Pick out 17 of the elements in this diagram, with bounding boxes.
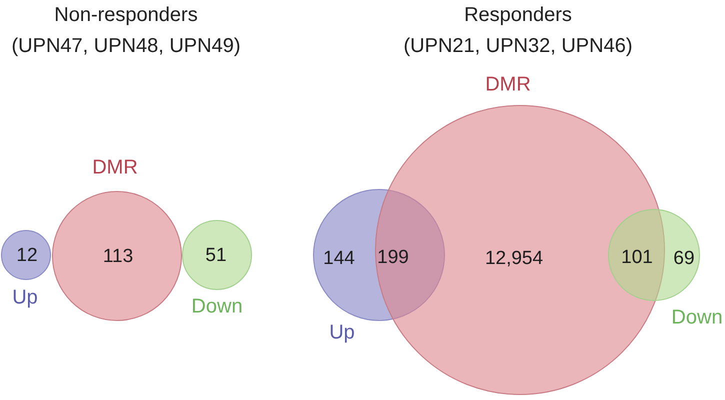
set-label: DMR bbox=[92, 156, 138, 180]
count-value: 113 bbox=[102, 246, 134, 268]
set-label: Down bbox=[191, 296, 243, 318]
set-label: DMR bbox=[485, 74, 531, 96]
set-label: Up bbox=[12, 286, 38, 310]
count-value: 199 bbox=[377, 247, 409, 269]
venn-circle bbox=[1, 230, 51, 280]
count-value: 101 bbox=[621, 247, 653, 269]
panel-heading: Non-responders (UPN47, UPN48, UPN49) bbox=[10, 3, 242, 59]
count-value: 69 bbox=[673, 248, 695, 270]
set-label: Up bbox=[329, 322, 355, 344]
count-value: 12,954 bbox=[484, 248, 544, 270]
count-value: 144 bbox=[323, 248, 355, 270]
count-value: 12 bbox=[16, 245, 38, 267]
set-label: Down bbox=[671, 306, 723, 330]
count-value: 51 bbox=[205, 245, 227, 267]
panel-heading: Responders (UPN21, UPN32, UPN46) bbox=[402, 3, 634, 59]
